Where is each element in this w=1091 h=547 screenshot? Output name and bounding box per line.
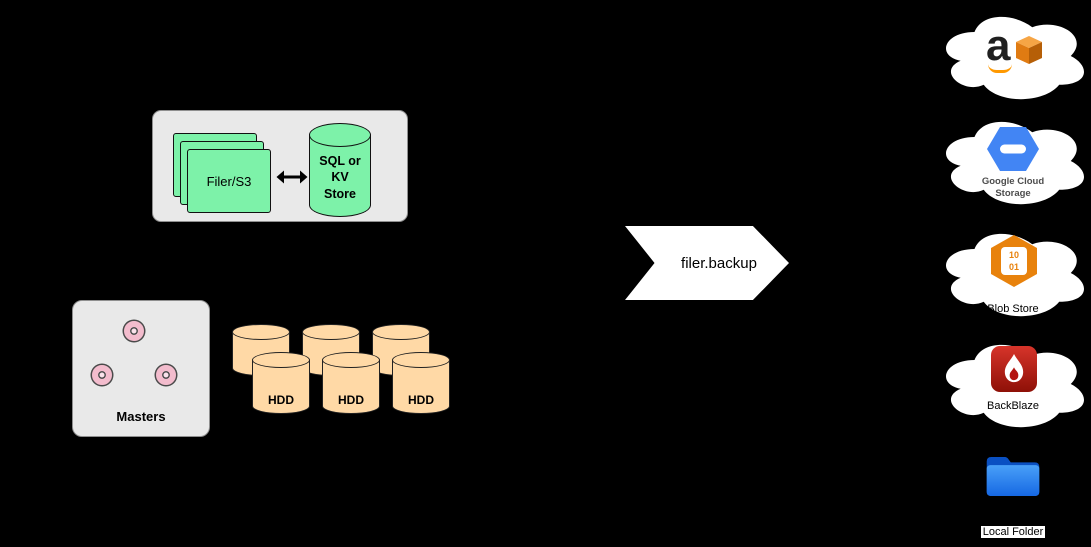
bidirectional-arrow-icon bbox=[276, 170, 308, 184]
cloud-shape bbox=[946, 16, 1084, 100]
aws-s3-icon: a bbox=[980, 24, 1050, 84]
cloud-backblaze: BackBlaze bbox=[936, 336, 1090, 432]
hdd-label: HDD bbox=[338, 393, 364, 407]
masters-box: Masters bbox=[72, 300, 210, 437]
master-circle-icon bbox=[124, 321, 144, 341]
sql-kv-store-label: SQL or KV Store bbox=[319, 154, 361, 201]
cloud-azure-blob-store: 10 01 Blob Store bbox=[936, 225, 1090, 321]
cylinder-body bbox=[309, 135, 371, 217]
volume-cylinder-hdd: HDD bbox=[252, 352, 310, 414]
gcs-bar-icon bbox=[1000, 144, 1026, 154]
amazon-a-logo: a bbox=[986, 21, 1011, 70]
volume-cylinder-hdd: HDD bbox=[322, 352, 380, 414]
hdd-label: HDD bbox=[408, 393, 434, 407]
blob-badge: 10 01 bbox=[1001, 247, 1027, 275]
cylinder-top bbox=[252, 352, 310, 368]
local-folder: Local Folder bbox=[936, 446, 1090, 546]
master-circle-icon bbox=[156, 365, 176, 385]
volume-cylinder-hdd: HDD bbox=[392, 352, 450, 414]
master-circle-icon bbox=[92, 365, 112, 385]
cylinder-top bbox=[232, 324, 290, 340]
cylinder-top bbox=[372, 324, 430, 340]
filer-node: Filer/S3 bbox=[187, 149, 271, 213]
sql-kv-store-cylinder: SQL or KV Store bbox=[309, 123, 371, 217]
cylinder-top bbox=[392, 352, 450, 368]
backblaze-flame-icon bbox=[991, 346, 1037, 392]
amazon-smile-icon bbox=[988, 64, 1012, 73]
backblaze-label: BackBlaze bbox=[987, 400, 1039, 412]
filer-backup-arrow: filer.backup bbox=[625, 226, 789, 300]
filer-backup-label: filer.backup bbox=[681, 254, 757, 272]
cylinder-body bbox=[322, 360, 380, 414]
filer-cluster-box: Filer/S3 SQL or KV Store bbox=[152, 110, 408, 222]
aws-cube-icon bbox=[1016, 36, 1042, 64]
flame-icon bbox=[1004, 354, 1024, 383]
local-folder-icon bbox=[986, 456, 1040, 496]
cylinder-top bbox=[302, 324, 360, 340]
local-folder-label-row: Local Folder bbox=[936, 522, 1090, 540]
cylinder-top bbox=[309, 123, 371, 147]
masters-label: Masters bbox=[116, 409, 166, 424]
blob-store-label: Blob Store bbox=[987, 303, 1039, 315]
cloud-aws-s3: a bbox=[936, 8, 1090, 104]
hdd-label: HDD bbox=[268, 393, 294, 407]
cylinder-body bbox=[392, 360, 450, 414]
local-folder-label: Local Folder bbox=[980, 526, 1046, 538]
gcs-label: Google Cloud Storage bbox=[981, 176, 1045, 200]
cloud-google-cloud-storage: Google Cloud Storage bbox=[936, 113, 1090, 209]
cylinder-top bbox=[322, 352, 380, 368]
cylinder-body bbox=[252, 360, 310, 414]
filer-label: Filer/S3 bbox=[206, 173, 252, 189]
